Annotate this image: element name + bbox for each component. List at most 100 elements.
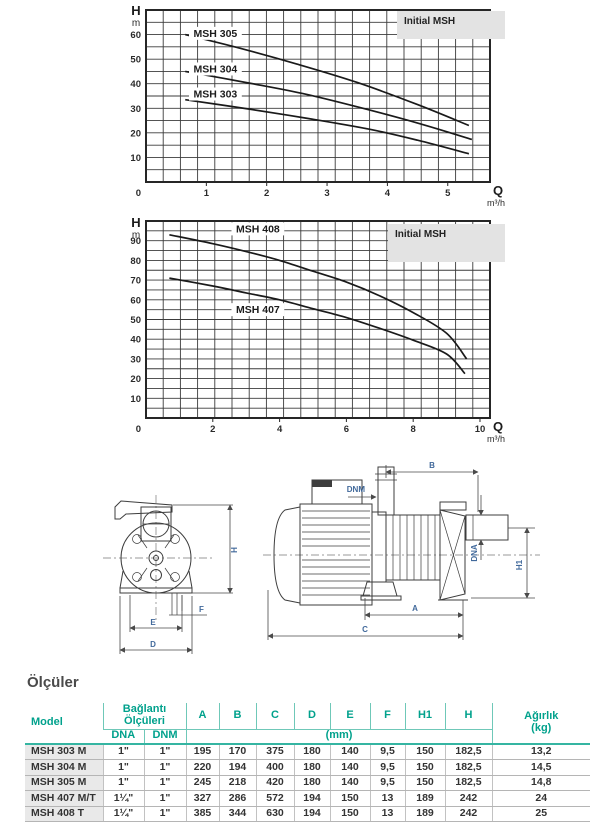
pump-base xyxy=(119,587,193,594)
pump-side-view-drawing: B DNM DNA H1 A C xyxy=(263,461,540,640)
cell-dim-a: 327 xyxy=(185,790,220,807)
column-header-model: Model xyxy=(25,703,103,745)
cell-dnm: 1" xyxy=(143,759,187,776)
cell-model: MSH 305 M xyxy=(25,775,103,791)
column-header-connection: Bağlantı Ölçüleri xyxy=(102,703,187,730)
x-tick-label: 2 xyxy=(264,188,269,199)
column-header-dim-f: F xyxy=(369,703,406,730)
y-tick-label: 40 xyxy=(130,335,141,346)
cell-dim-h1: 150 xyxy=(404,775,446,791)
suction-port-pipe xyxy=(465,514,509,541)
cell-dim-h1: 150 xyxy=(404,759,446,776)
cell-dna: 1¼" xyxy=(102,806,144,822)
initial-msh-label: Initial MSH xyxy=(395,229,446,240)
x-tick-label: 0 xyxy=(136,188,141,199)
dim-label-dna: DNA xyxy=(470,544,479,562)
cell-dim-f: 9,5 xyxy=(369,744,406,760)
cell-dim-f: 13 xyxy=(369,806,406,822)
y-tick-label: 60 xyxy=(130,30,141,41)
curve-label: MSH 305 xyxy=(194,28,238,40)
cell-dnm: 1" xyxy=(143,790,187,807)
curve-msh-304 xyxy=(185,70,473,141)
dim-label-h1: H1 xyxy=(515,559,524,570)
cell-dim-c: 572 xyxy=(255,790,295,807)
cell-dim-e: 140 xyxy=(329,759,371,776)
column-header-mm-unit: (mm) xyxy=(185,729,493,745)
cell-dim-e: 150 xyxy=(329,806,371,822)
curve-msh-305 xyxy=(185,33,470,127)
column-header-dim-c: C xyxy=(255,703,295,730)
front-view-dimensions: H F E D xyxy=(119,504,239,654)
column-header-weight: Ağırlık(kg) xyxy=(491,703,591,745)
cell-dim-d: 194 xyxy=(293,790,331,807)
y-tick-label: 30 xyxy=(130,104,141,115)
y-axis-title: H xyxy=(131,3,140,18)
cell-dim-c: 420 xyxy=(255,775,295,791)
cell-dna: 1¼" xyxy=(102,790,144,807)
column-header-dim-b: B xyxy=(218,703,257,730)
cell-dim-h: 182,5 xyxy=(444,775,493,791)
cell-dna: 1" xyxy=(102,759,144,776)
curve-msh-303 xyxy=(185,98,470,155)
dim-label-h: H xyxy=(230,547,239,553)
pump-handle xyxy=(114,500,173,520)
front-view-geometry xyxy=(103,495,213,623)
cell-dnm: 1" xyxy=(143,775,187,791)
initial-msh-label: Initial MSH xyxy=(404,16,455,27)
cell-dim-c: 630 xyxy=(255,806,295,822)
y-tick-label: 10 xyxy=(130,394,141,405)
cell-dim-f: 13 xyxy=(369,790,406,807)
cell-dim-a: 195 xyxy=(185,744,220,760)
y-axis-unit: m xyxy=(132,18,140,29)
curve-label: MSH 304 xyxy=(194,63,238,75)
y-tick-label: 50 xyxy=(130,55,141,66)
dim-label-dnm: DNM xyxy=(347,485,366,494)
column-header-dim-a: A xyxy=(185,703,220,730)
x-tick-label: 5 xyxy=(445,188,451,199)
column-header-dna: DNA xyxy=(103,729,144,745)
cell-dim-a: 245 xyxy=(185,775,220,791)
dim-label-d: D xyxy=(150,640,156,649)
cell-dim-d: 194 xyxy=(293,806,331,822)
cell-dim-b: 286 xyxy=(218,790,257,807)
y-tick-label: 20 xyxy=(130,374,141,385)
x-axis-unit: m³/h xyxy=(487,434,505,444)
column-header-dim-h: H xyxy=(444,703,493,730)
y-tick-label: 20 xyxy=(130,128,141,139)
dim-label-c: C xyxy=(362,625,368,634)
cell-dim-a: 385 xyxy=(185,806,220,822)
x-tick-label: 6 xyxy=(344,424,349,435)
dimensions-section-title: Ölçüler xyxy=(27,674,79,691)
initial-msh-box: Initial MSH xyxy=(388,224,505,262)
x-tick-label: 0 xyxy=(136,424,141,435)
cell-dim-h1: 189 xyxy=(404,790,446,807)
x-tick-label: 4 xyxy=(385,188,391,199)
column-header-dim-h1: H1 xyxy=(404,703,446,730)
support-foot xyxy=(362,581,398,597)
y-tick-label: 90 xyxy=(130,236,141,247)
x-tick-label: 8 xyxy=(411,424,416,435)
cell-dim-h: 242 xyxy=(444,806,493,822)
cell-model: MSH 408 T xyxy=(25,806,103,822)
cell-weight: 14,5 xyxy=(491,759,591,776)
cell-dim-a: 220 xyxy=(185,759,220,776)
y-tick-label: 10 xyxy=(130,153,141,164)
cell-dim-e: 140 xyxy=(329,775,371,791)
cell-dim-d: 180 xyxy=(293,744,331,760)
cell-model: MSH 304 M xyxy=(25,759,103,776)
cell-dim-h: 182,5 xyxy=(444,744,493,760)
cell-dim-d: 180 xyxy=(293,759,331,776)
y-axis-unit: m xyxy=(132,230,140,241)
y-tick-label: 80 xyxy=(130,256,141,267)
top-port-housing xyxy=(140,506,172,542)
column-header-dim-e: E xyxy=(329,703,371,730)
x-tick-label: 4 xyxy=(277,424,283,435)
column-header-weight-line: (kg) xyxy=(531,722,552,734)
